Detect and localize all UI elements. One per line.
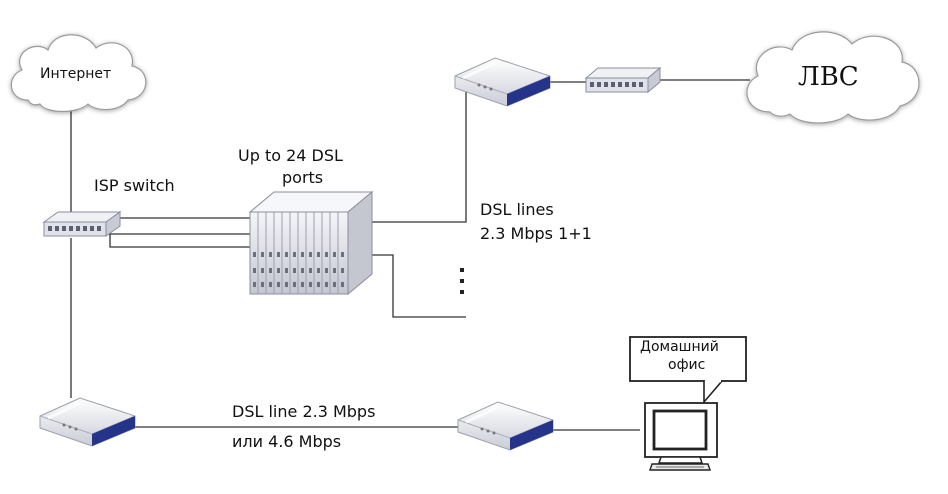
dsl-modem-icon	[456, 400, 555, 452]
switch-icon	[584, 66, 662, 94]
cloud-icon	[10, 34, 147, 113]
dsl-line-label-line1: DSL line 2.3 Mbps	[232, 402, 376, 421]
home-office-computer	[644, 402, 718, 471]
dsl-lines-label-line2: 2.3 Mbps 1+1	[480, 224, 592, 243]
home-office-label-line1: Домашний	[640, 339, 719, 355]
lan-label: ЛВС	[798, 62, 859, 92]
internet-label: Интернет	[40, 66, 112, 82]
home-office-label-line2: офис	[668, 357, 706, 373]
dslam-label-line1: Up to 24 DSL	[238, 146, 343, 165]
dsl-modem-icon	[38, 396, 137, 448]
dslam-icon	[248, 190, 374, 296]
dslam-extra-line	[372, 254, 466, 318]
isp-switch-label: ISP switch	[94, 176, 175, 195]
isp-office-dsl-modem	[38, 396, 137, 448]
isp-switch	[42, 211, 122, 237]
home-office-callout	[629, 336, 747, 405]
switch-dslam-link-2	[99, 226, 250, 235]
dslam-to-remote-modem-line	[372, 102, 467, 223]
dsl-modem-icon	[453, 56, 552, 108]
dslam	[248, 190, 374, 296]
vertical-ellipsis-icon	[460, 268, 464, 294]
home-office-dsl-modem	[456, 400, 555, 452]
switch-dslam-link-3	[109, 226, 250, 248]
cloud-icon	[746, 31, 920, 124]
internet-cloud	[10, 34, 147, 113]
switch-icon	[42, 211, 122, 237]
dsl-lines-label-line1: DSL lines	[480, 200, 554, 219]
lan-switch	[584, 66, 662, 94]
computer-icon	[644, 402, 718, 471]
lan-cloud	[746, 31, 920, 124]
dslam-label-line2: ports	[282, 168, 324, 187]
remote-dsl-modem	[453, 56, 552, 108]
dsl-line-label-line2: или 4.6 Mbps	[232, 432, 342, 451]
